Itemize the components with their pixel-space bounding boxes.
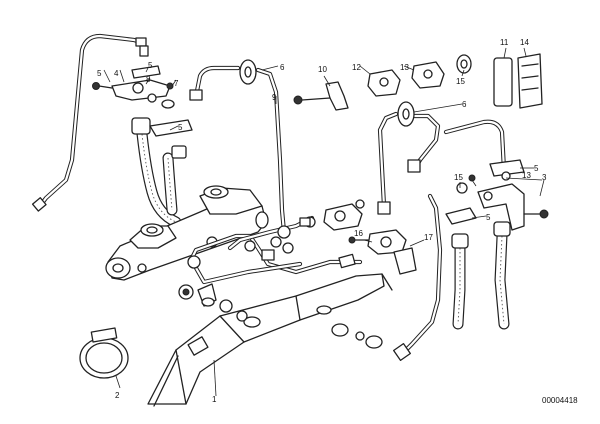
callout-6: 6 — [462, 100, 467, 109]
callout-5: 5 — [148, 61, 153, 70]
lower-fittings — [178, 283, 383, 349]
callout-13: 13 — [522, 171, 531, 180]
callout-17: 17 — [424, 233, 433, 242]
callout-11: 11 — [500, 38, 509, 47]
callout-4: 4 — [114, 69, 119, 78]
callout-5: 5 — [534, 164, 539, 173]
upper-right-pipe — [377, 101, 441, 215]
leader-lines — [103, 47, 545, 397]
master-cylinder — [105, 185, 269, 281]
distributor-tee-left — [299, 199, 365, 231]
left-brake-pipe — [31, 33, 149, 212]
distributor-tee-right — [338, 229, 417, 275]
upper-middle-pipe — [189, 59, 287, 235]
right-flexible-hoses — [451, 221, 511, 330]
callout-5: 5 — [178, 123, 183, 132]
mounting-bracket-panel — [147, 273, 393, 407]
top-right-small-parts — [293, 54, 472, 111]
upper-left-bracket-assembly — [92, 65, 175, 109]
callout-5: 5 — [486, 213, 491, 222]
callout-3: 3 — [542, 173, 547, 182]
callout-2: 2 — [115, 391, 120, 400]
callout-14: 14 — [520, 38, 529, 47]
callout-1: 1 — [212, 395, 217, 404]
callout-12: 12 — [352, 63, 361, 72]
callout-16: 16 — [354, 229, 363, 238]
callout-13: 13 — [400, 63, 409, 72]
callout-15: 15 — [456, 77, 465, 86]
callout-10: 10 — [318, 65, 327, 74]
hose-sleeve-parts — [493, 53, 543, 109]
callout-5: 5 — [97, 69, 102, 78]
hose-clamp — [79, 327, 129, 379]
callout-15: 15 — [454, 173, 463, 182]
right-brake-pipe — [392, 119, 507, 362]
diagram-reference-number: 00004418 — [542, 396, 578, 405]
right-bracket-assembly — [445, 159, 549, 231]
callout-8: 8 — [146, 75, 151, 84]
callout-7: 7 — [174, 79, 179, 88]
callout-9: 9 — [272, 93, 277, 102]
callout-6: 6 — [280, 63, 285, 72]
callout-labels: 4 5 5 8 7 5 6 9 10 12 13 15 11 14 6 5 13… — [97, 38, 547, 404]
left-flexible-hose — [131, 117, 193, 228]
